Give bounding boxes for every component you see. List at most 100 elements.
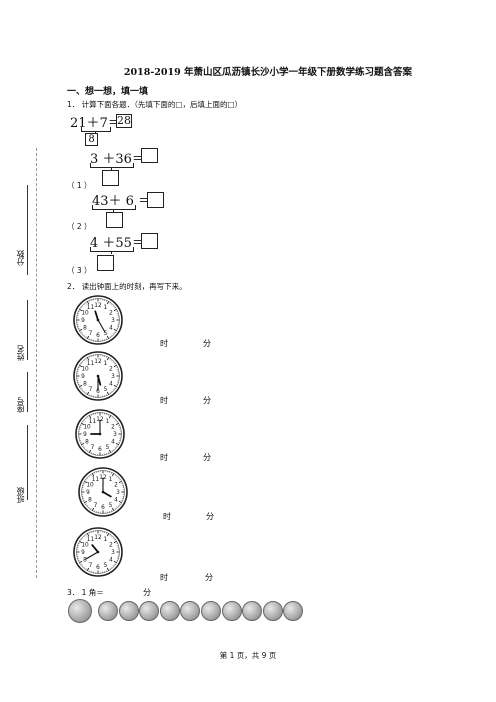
clock-numeral: 8 xyxy=(88,498,92,504)
clock-tick xyxy=(83,334,85,337)
clock-tick xyxy=(111,535,113,538)
clock-tick xyxy=(108,449,112,453)
clock-numeral: 5 xyxy=(109,503,113,509)
clock-numeral: 8 xyxy=(83,326,87,332)
clock-numeral: 2 xyxy=(109,311,113,317)
clock-tick xyxy=(79,560,83,564)
clock-tick xyxy=(109,358,111,360)
clock-tick xyxy=(118,441,120,443)
sidebar-seat-label: 座号 xyxy=(16,397,25,413)
clock-tick xyxy=(80,363,82,365)
clock-tick xyxy=(83,499,85,501)
fen-coin xyxy=(98,601,118,621)
example-bracket-stem xyxy=(95,131,96,134)
item1-answer-box[interactable] xyxy=(141,148,158,163)
clock-tick xyxy=(105,338,107,340)
clock-tick xyxy=(113,448,115,451)
clock-2-minute-unit: 分 xyxy=(203,396,211,405)
item3-bracket xyxy=(90,247,134,252)
clock-tick xyxy=(118,480,122,484)
hour-hand xyxy=(102,491,112,498)
clock-tick xyxy=(85,503,87,505)
clock-numeral: 4 xyxy=(109,382,113,388)
example-result: 28 xyxy=(117,114,131,127)
example-op: ＋ xyxy=(86,116,100,131)
clock-tick xyxy=(90,474,92,476)
item3-sub-box[interactable] xyxy=(97,255,114,271)
clock-tick xyxy=(105,532,107,534)
clock-tick xyxy=(110,472,112,474)
clock-tick xyxy=(87,416,89,418)
clock-tick xyxy=(80,387,82,389)
item2-label: （ 2 ） xyxy=(67,222,92,231)
clock-numeral: 2 xyxy=(111,425,115,431)
q1-prompt: 1． 计算下面各题．（先填下面的□，后填上面的□） xyxy=(67,100,243,109)
clock-tick xyxy=(112,305,115,307)
clock-tick xyxy=(111,507,115,511)
clock-tick xyxy=(114,447,117,449)
item2-answer-box[interactable] xyxy=(147,192,164,208)
clock-tick xyxy=(116,327,118,329)
clock-numeral: 7 xyxy=(91,445,95,451)
clock-tick xyxy=(79,328,83,332)
clock-tick xyxy=(111,566,113,569)
clock-tick xyxy=(106,301,110,305)
fen-coin xyxy=(242,601,263,621)
clock-tick xyxy=(86,567,90,571)
clock-hub xyxy=(98,432,102,436)
clock-numeral: 11 xyxy=(87,361,95,367)
clock-tick xyxy=(109,568,111,570)
clock-tick xyxy=(114,387,116,389)
clock-tick xyxy=(91,452,93,454)
example-a: 21 xyxy=(70,116,87,131)
clock-tick xyxy=(85,336,87,338)
clock-numeral: 5 xyxy=(104,331,108,337)
q3-unit: 分 xyxy=(143,588,151,597)
clock-tick xyxy=(105,300,107,302)
fen-coin xyxy=(201,601,221,621)
clock-tick xyxy=(80,441,82,443)
clock-tick xyxy=(78,559,80,561)
clock-numeral: 6 xyxy=(96,333,100,339)
clock-tick xyxy=(111,334,113,337)
clock-tick xyxy=(105,394,107,396)
clock-tick xyxy=(84,480,88,484)
item3-answer-box[interactable] xyxy=(141,233,158,249)
clock-4-minute-unit: 分 xyxy=(206,512,214,521)
clock-numeral: 10 xyxy=(81,311,89,317)
item2-sub-box[interactable] xyxy=(106,212,123,228)
clock-tick xyxy=(106,335,110,339)
clock-numeral: 7 xyxy=(89,331,93,337)
clock-numeral: 8 xyxy=(83,382,87,388)
clock-tick xyxy=(113,308,117,312)
clock-tick xyxy=(81,442,85,446)
clock-numeral: 12 xyxy=(94,359,102,365)
fen-coin xyxy=(221,601,242,621)
clock-numeral: 10 xyxy=(81,543,89,549)
item1-sub-box[interactable] xyxy=(102,170,119,186)
clock-tick xyxy=(79,364,83,368)
q3-prompt: 3． 1 角＝ xyxy=(67,588,104,597)
example-bracket xyxy=(81,127,111,132)
clock-tick xyxy=(111,416,113,418)
clock-tick xyxy=(90,508,92,510)
clock-tick xyxy=(110,510,112,512)
clock-4-hour-unit: 时 xyxy=(163,512,171,521)
clock-tick xyxy=(112,565,115,567)
clock-tick xyxy=(89,532,91,534)
clock-tick xyxy=(89,394,91,396)
minute-hand xyxy=(97,319,106,333)
clock-1-minute-unit: 分 xyxy=(203,339,211,348)
clock-tick xyxy=(109,392,111,394)
clock-3-minute-unit: 分 xyxy=(203,453,211,462)
clock-tick xyxy=(85,392,87,394)
clock-tick xyxy=(106,357,110,361)
clock-1-hour-unit: 时 xyxy=(160,339,168,348)
clock-5-minute-unit: 分 xyxy=(205,573,213,582)
clock-tick xyxy=(94,472,96,474)
clock-numeral: 7 xyxy=(89,387,93,393)
clock-numeral: 4 xyxy=(109,326,113,332)
clock-tick xyxy=(106,567,110,571)
